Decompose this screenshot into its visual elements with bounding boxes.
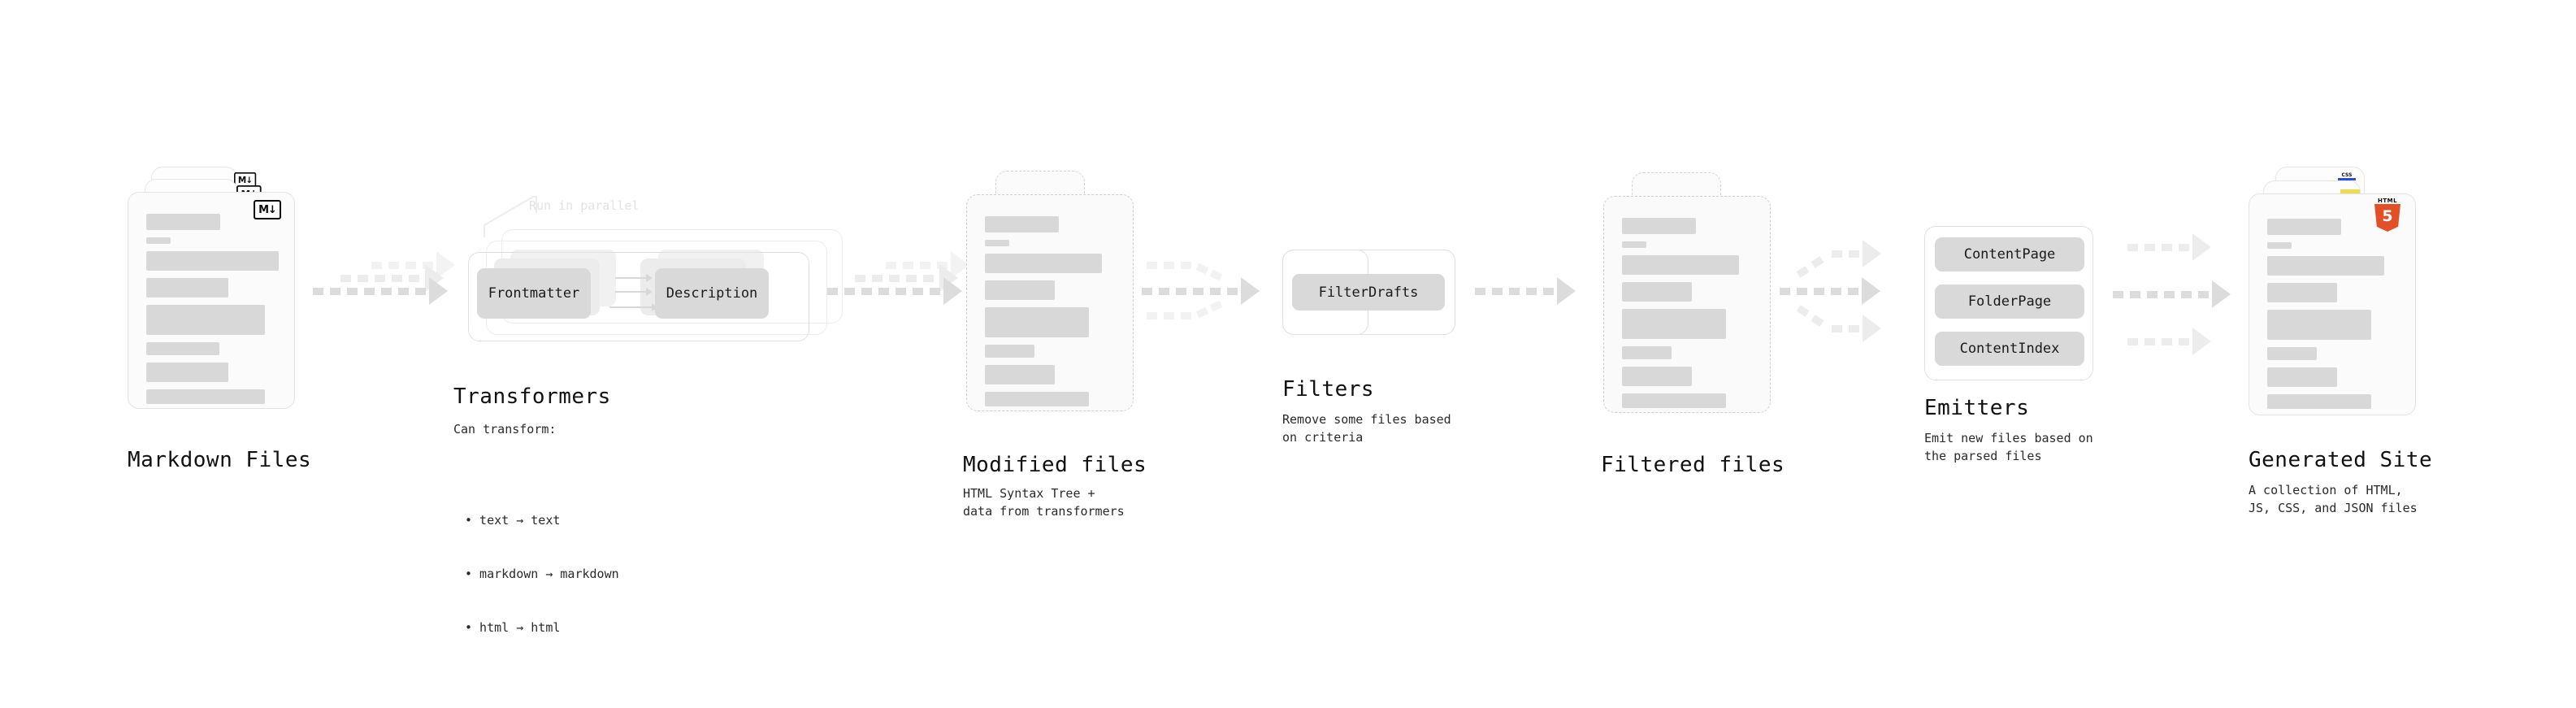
connector-modified-to-filters xyxy=(1142,262,1272,319)
transformers-title: Transformers xyxy=(453,384,611,409)
html5-badge-label: HTML xyxy=(2377,198,2398,204)
run-in-parallel-bracket xyxy=(484,196,537,237)
transformer-flow-arrow-2 xyxy=(615,288,653,296)
transformer-flow-arrow-3 xyxy=(609,303,658,311)
connector-emitters-to-site xyxy=(2113,233,2243,355)
modified-skeleton xyxy=(985,216,1115,414)
filtered-files-title: Filtered files xyxy=(1601,453,1785,477)
transformer-pill-description[interactable]: Description xyxy=(655,268,769,319)
connector-markdown-to-transformers xyxy=(313,251,455,319)
transformer-flow-arrow-1 xyxy=(615,274,653,282)
emitters-description: Emit new files based on the parsed files xyxy=(1924,431,2093,463)
markdown-card-front xyxy=(128,192,295,409)
site-skeleton xyxy=(2267,219,2397,416)
css-badge-label: CSS xyxy=(2341,172,2353,178)
emitter-pill-contentindex[interactable]: ContentIndex xyxy=(1935,332,2084,366)
markdown-badge-front: M↓ xyxy=(254,200,281,219)
modified-card-front xyxy=(966,194,1134,411)
transformers-bullet-2: • html → html xyxy=(465,620,561,635)
generated-site-description: A collection of HTML, JS, CSS, and JSON … xyxy=(2249,483,2418,515)
transformers-bullet-0: • text → text xyxy=(465,513,561,528)
connector-filtered-to-emitters xyxy=(1780,240,1910,343)
filtered-card-front xyxy=(1603,196,1771,413)
markdown-skeleton xyxy=(146,214,280,411)
modified-files-description: HTML Syntax Tree + data from transformer… xyxy=(963,486,1125,519)
connector-filters-to-filtered xyxy=(1475,277,1589,320)
html5-badge: HTML 5 xyxy=(2374,198,2401,232)
modified-files-title: Modified files xyxy=(963,453,1147,477)
transformer-pill-frontmatter[interactable]: Frontmatter xyxy=(477,268,591,319)
markdown-files-title: Markdown Files xyxy=(128,448,312,472)
generated-site-title: Generated Site xyxy=(2249,448,2433,472)
transformers-group-front xyxy=(468,252,809,341)
css-badge-bar xyxy=(2338,178,2356,180)
filters-title: Filters xyxy=(1282,377,1375,402)
html5-badge-shield: 5 xyxy=(2374,204,2400,232)
transformers-description-heading: Can transform: xyxy=(453,422,557,437)
emitter-pill-folderpage[interactable]: FolderPage xyxy=(1935,285,2084,319)
transformers-bullet-1: • markdown → markdown xyxy=(465,567,619,581)
filtered-skeleton xyxy=(1622,218,1752,415)
transformers-bullets: • text → text • markdown → markdown • ht… xyxy=(465,440,619,708)
filter-pill-filterdrafts-top[interactable]: FilterDrafts xyxy=(1292,274,1445,311)
filters-group-box-visual xyxy=(1282,250,1455,335)
connector-transformers-to-modified xyxy=(827,251,969,319)
emitters-title: Emitters xyxy=(1924,396,2030,420)
css-badge: CSS xyxy=(2338,170,2356,180)
run-in-parallel-label: Run in parallel xyxy=(529,198,640,213)
filters-description: Remove some files based on criteria xyxy=(1282,412,1451,445)
emitter-pill-contentpage[interactable]: ContentPage xyxy=(1935,237,2084,271)
site-card-front xyxy=(2249,193,2416,415)
